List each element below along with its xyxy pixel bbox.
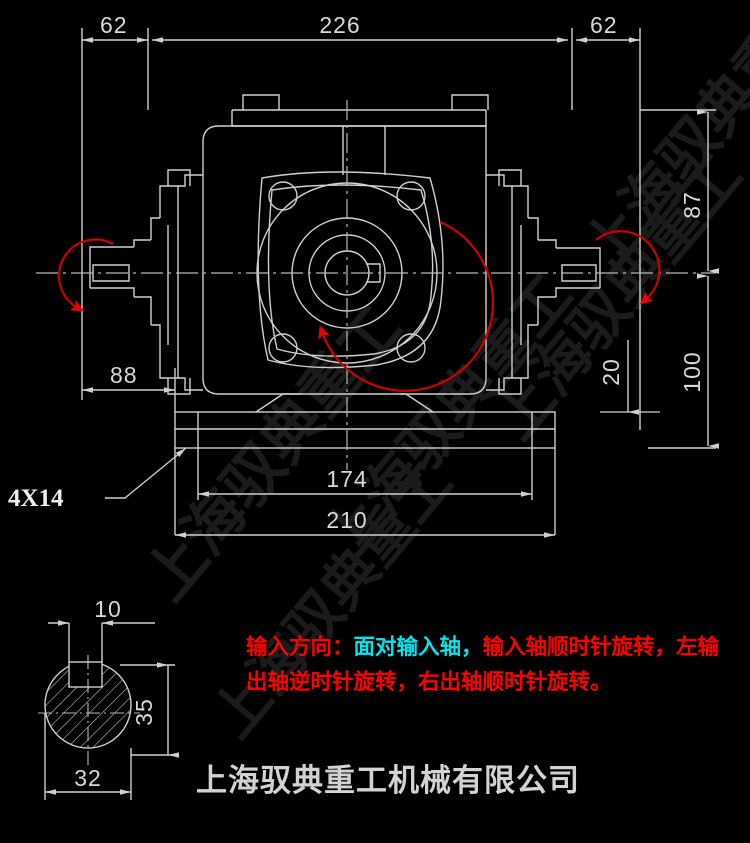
dim-bottom-inner: 174 bbox=[326, 466, 367, 492]
dim-right-lower: 100 bbox=[679, 351, 705, 392]
dim-top-left: 62 bbox=[100, 12, 128, 38]
note-label: 输入方向： bbox=[246, 635, 354, 660]
dim-right-upper: 87 bbox=[679, 191, 705, 219]
dim-key-width: 10 bbox=[94, 596, 122, 622]
dim-left-lower: 88 bbox=[110, 362, 138, 388]
callout-mounting-holes: 4X14 bbox=[8, 485, 64, 512]
dim-right-small: 20 bbox=[598, 358, 624, 386]
company-name: 上海驭典重工机械有限公司 bbox=[196, 763, 580, 799]
dim-top-center: 226 bbox=[319, 12, 360, 38]
dim-shaft-height: 35 bbox=[131, 698, 157, 726]
note-rest-line1: 输入轴顺时针旋转，左输 bbox=[482, 635, 720, 660]
note-line2: 出轴逆时针旋转，右出轴顺时针旋转。 bbox=[246, 670, 612, 695]
dim-shaft-diameter: 32 bbox=[74, 765, 102, 791]
dim-bottom-outer: 210 bbox=[326, 507, 367, 533]
note-highlight: 面对输入轴， bbox=[353, 635, 483, 660]
dim-top-right: 62 bbox=[590, 12, 618, 38]
input-direction-note: 输入方向：面对输入轴，输入轴顺时针旋转，左输 出轴逆时针旋转，右出轴顺时针旋转。 bbox=[246, 630, 744, 700]
